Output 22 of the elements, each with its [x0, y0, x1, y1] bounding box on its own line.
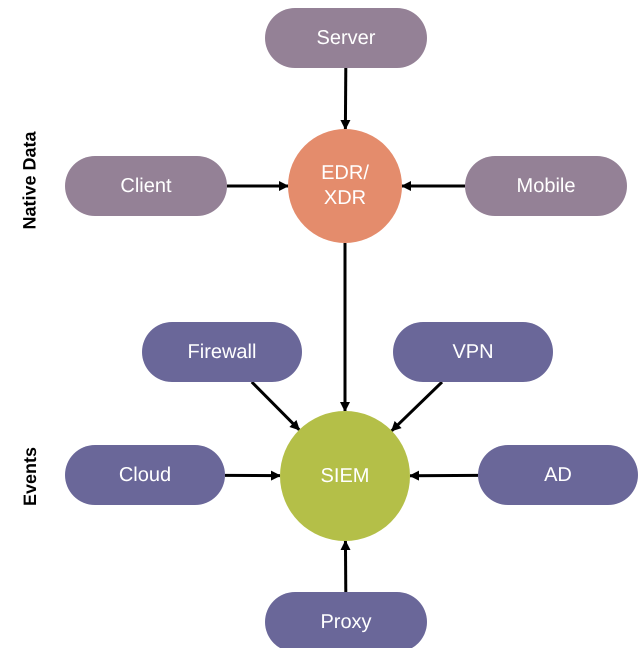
node-label: Mobile [516, 174, 576, 198]
node-label: Server [316, 26, 376, 50]
arrow [225, 470, 281, 481]
section-label: Events [20, 446, 41, 506]
section-label: Native Data [20, 130, 41, 230]
node-label: EDR/ XDR [320, 161, 370, 211]
node-label: Client [120, 174, 172, 198]
node-label: SIEM [320, 464, 370, 488]
node-label: AD [544, 462, 572, 488]
arrow [409, 470, 478, 481]
node-label: VPN [452, 340, 494, 364]
node-label: Firewall [188, 340, 256, 364]
source-pill [265, 592, 427, 648]
arrow [340, 540, 350, 592]
node-label: Proxy [320, 610, 372, 634]
arrow [401, 181, 465, 191]
arrow [227, 181, 289, 191]
arrow [390, 380, 444, 432]
arrow [340, 68, 350, 130]
arrow [250, 380, 300, 431]
arrow [340, 243, 350, 412]
node-label: Cloud [118, 462, 172, 488]
